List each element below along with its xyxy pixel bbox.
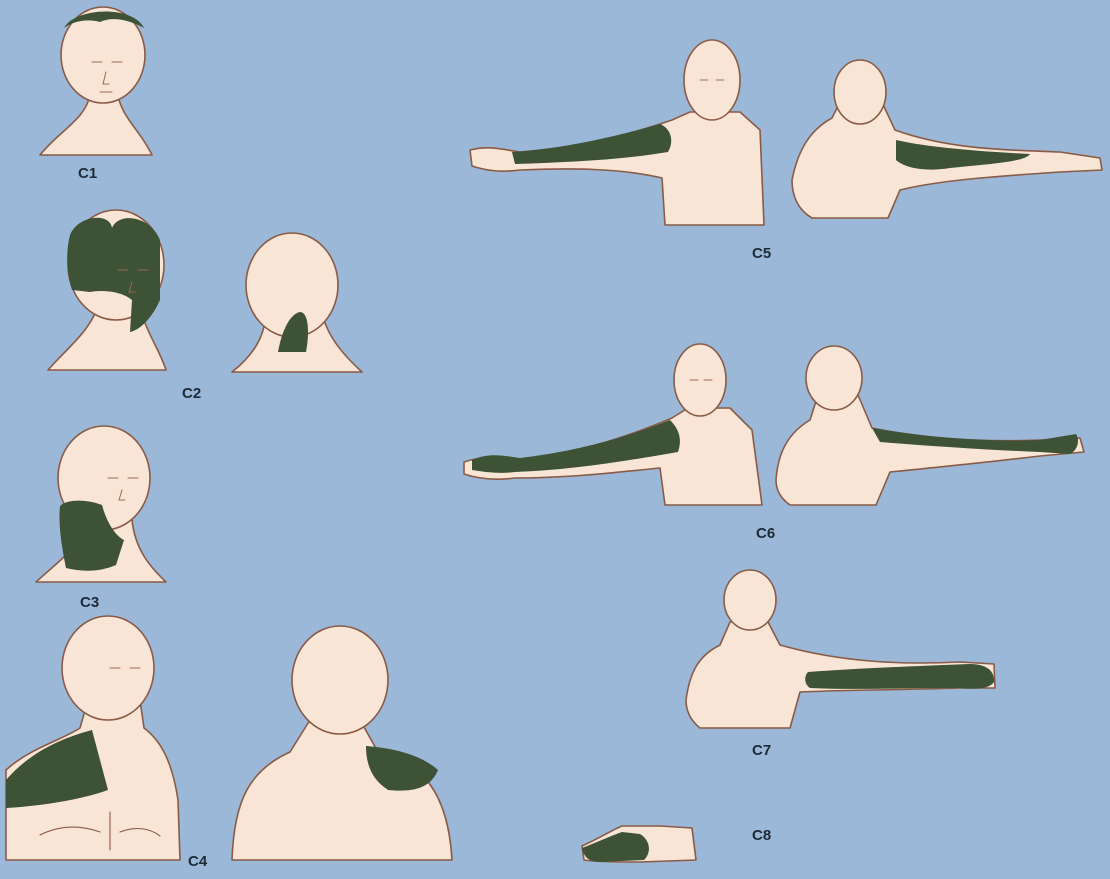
c8-label: C8: [752, 827, 771, 844]
c6-torso-front-figure: [464, 344, 762, 505]
c2-head-front-figure: [48, 210, 166, 370]
c2-head-back-figure: [232, 233, 362, 372]
c6-torso-back-figure: [776, 346, 1084, 505]
c5-label: C5: [752, 245, 771, 262]
c7-label: C7: [752, 742, 771, 759]
c8-dermatome-region: [582, 832, 649, 862]
c6-label: C6: [756, 525, 775, 542]
c4-torso-back-figure: [232, 626, 452, 860]
c5-torso-back-figure: [792, 60, 1102, 218]
c2-label: C2: [182, 385, 201, 402]
c7-torso-back-figure: [686, 570, 995, 728]
c4-label: C4: [188, 853, 208, 870]
c3-head-front-figure: [36, 426, 166, 582]
c1-head-front-figure: [40, 7, 152, 155]
c3-label: C3: [80, 594, 99, 611]
c8-forearm-hand-figure: [582, 826, 696, 862]
c4-torso-front-figure: [6, 616, 180, 860]
c1-label: C1: [78, 165, 97, 182]
c5-torso-front-figure: [470, 40, 764, 225]
